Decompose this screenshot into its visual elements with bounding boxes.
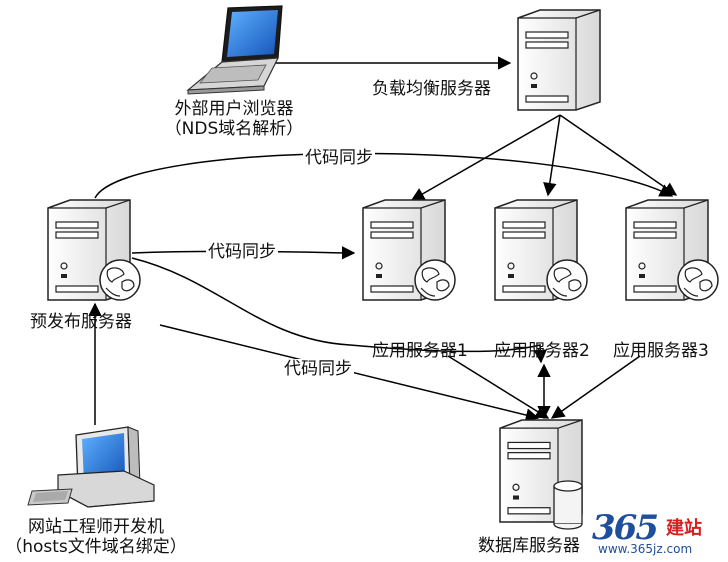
edge-lb-to-app2 [543, 114, 561, 197]
external-user-label: 外部用户浏览器 （NDS域名解析） [154, 99, 314, 139]
server-tower-icon-loadbalancer [517, 9, 601, 111]
app-server-1-label: 应用服务器1 [372, 341, 468, 361]
server-globe-icon-app1 [362, 199, 456, 301]
edge-app3-to-db [550, 355, 641, 419]
external-user-subtitle: （NDS域名解析） [164, 119, 304, 139]
external-user-title: 外部用户浏览器 [174, 99, 294, 119]
developer-label: 网站工程师开发机 （hosts文件域名绑定） [0, 517, 194, 557]
edge-app1-to-db [447, 355, 550, 419]
edge-label-sync-lower: 代码同步 [282, 359, 354, 379]
watermark-url: www.365jz.com [598, 542, 693, 556]
laptop-icon [186, 5, 283, 95]
server-globe-icon-staging [47, 199, 141, 301]
edge-sync-top-curve [94, 152, 674, 199]
watermark-brand: 建站 [666, 518, 702, 539]
database-server-icon [499, 419, 583, 530]
watermark-number: 365 [592, 508, 659, 548]
edge-label-sync-middle: 代码同步 [206, 242, 278, 262]
edge-lb-to-app3 [559, 114, 678, 196]
edge-sync-lower-curve [131, 257, 548, 364]
loadbalancer-label: 负载均衡服务器 [372, 79, 491, 99]
app-server-2-label: 应用服务器2 [494, 341, 590, 361]
watermark-logo: 365 建站 www.365jz.com [592, 508, 722, 558]
desktop-computer-icon [27, 426, 155, 508]
app-server-3-label: 应用服务器3 [613, 341, 709, 361]
server-globe-icon-app2 [494, 199, 588, 301]
server-globe-icon-app3 [625, 199, 719, 301]
developer-title: 网站工程师开发机 [28, 517, 164, 537]
edge-label-sync-top: 代码同步 [303, 148, 375, 168]
edge-lb-to-app1 [410, 114, 561, 201]
developer-subtitle: （hosts文件域名绑定） [5, 537, 187, 557]
database-server-label: 数据库服务器 [478, 536, 580, 556]
staging-server-label: 预发布服务器 [30, 312, 132, 332]
